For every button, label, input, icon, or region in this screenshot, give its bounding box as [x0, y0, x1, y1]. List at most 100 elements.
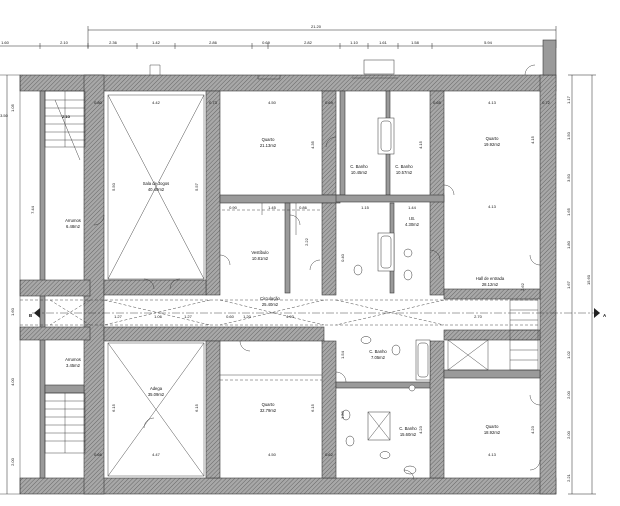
room-label-quarto-4: Quarto 18.92m2	[484, 424, 501, 435]
dim-4-23b: 4.23	[530, 425, 535, 434]
dim-6-15b: 6.15	[194, 403, 199, 412]
room-name: Circulação	[260, 296, 280, 301]
room-label-quarto-2: Quarto 19.92m2	[484, 136, 501, 147]
dim-2-70: 2.70	[474, 314, 483, 319]
room-area: 7.05m2	[371, 355, 386, 360]
room-area: 10.45m2	[351, 170, 368, 175]
top-dim-10: 1.58	[411, 40, 420, 45]
section-marker-a-label: A	[603, 313, 607, 318]
room-label-hall-de-entrada: Hall de entrada 28.12m2	[476, 276, 505, 287]
room-label-quarto-1: Quarto 21.13m2	[260, 137, 277, 148]
dim-left-2-00: 2.00	[10, 457, 15, 466]
dim-0-73: 0.73	[209, 100, 218, 105]
dim-2-10: 2.10	[62, 114, 71, 119]
dim-right-1-17: 1.17	[566, 95, 571, 104]
stairs-lower	[44, 392, 86, 454]
room-area: 32.79m2	[260, 408, 277, 413]
dim-0-69: 0.69	[325, 100, 334, 105]
top-dim-1: 1.60	[1, 40, 10, 45]
dim-0-90: 0.90	[229, 205, 238, 210]
dim-right-1-80: 1.80	[566, 240, 571, 249]
room-label-arrumos-2: Arrumos 3.45m2	[65, 357, 81, 368]
toilets	[341, 264, 413, 447]
top-dim-6: 0.69	[262, 40, 271, 45]
room-area: 28.12m2	[482, 282, 499, 287]
hall-stairs	[447, 299, 539, 371]
room-name: Quarto	[486, 424, 499, 429]
room-area: 18.92m2	[484, 430, 501, 435]
room-name: C. Banho	[369, 349, 387, 354]
dim-4-23: 4.23	[418, 425, 423, 434]
dim-c-4-13: 4.13	[488, 204, 497, 209]
room-area: 10.57m2	[396, 170, 413, 175]
adega-void	[107, 342, 205, 477]
dim-1-27b: 1.27	[184, 314, 193, 319]
dim-left-4-00: 4.00	[10, 377, 15, 386]
room-area: 15.60m2	[400, 432, 417, 437]
dim-left-3-50: 3.50	[0, 113, 9, 118]
room-name: Quarto	[486, 136, 499, 141]
dim-1-44: 1.44	[408, 205, 417, 210]
dim-right-1-67: 1.67	[566, 280, 571, 289]
room-name: Adega	[150, 386, 163, 391]
room-label-adega: Adega 35.09m2	[148, 386, 165, 397]
dim-5-50: 5.50	[111, 182, 116, 191]
dim-2-22: 2.22	[304, 237, 309, 246]
dim-left-2-10: 2.10	[62, 114, 71, 119]
dim-4-42: 4.42	[152, 100, 161, 105]
room-area: 10.81m2	[252, 256, 269, 261]
dim-4-93: 4.93	[286, 314, 295, 319]
room-area: 21.13m2	[260, 143, 277, 148]
room-area: 4.30m2	[405, 222, 420, 227]
room-label-circulacao: Circulação 25.40m2	[260, 296, 280, 307]
top-dim-7: 2.82	[304, 40, 313, 45]
room-area: 40.40m2	[148, 187, 165, 192]
room-name: C. Banho	[399, 426, 417, 431]
dim-4-13: 4.13	[488, 100, 497, 105]
room-name: Sala de Jogos	[143, 181, 170, 186]
interior-walls	[19, 90, 541, 479]
room-area: 19.92m2	[484, 142, 501, 147]
top-dim-2: 2.10	[60, 40, 69, 45]
dim-1-54: 1.54	[340, 350, 345, 359]
dim-1-20: 1.20	[243, 314, 252, 319]
room-name: Quarto	[262, 402, 275, 407]
dim-0-65: 0.65	[433, 100, 442, 105]
left-dimension-chain: 1.05 3.50 2.10 7.44 1.60 4.00 2.00	[0, 75, 71, 494]
bathtub-3	[415, 339, 431, 381]
top-dim-5: 2.86	[209, 40, 218, 45]
room-name: Vestíbulo	[251, 250, 269, 255]
room-label-sala-de-jogos: Sala de Jogos 40.40m2	[143, 181, 170, 192]
room-label-c-banho-1: C. Banho 10.45m2	[350, 164, 368, 175]
dim-0-40: 0.40	[340, 253, 345, 262]
dim-1-06: 1.06	[154, 314, 163, 319]
dim-0-60: 0.60	[226, 314, 235, 319]
top-dim-9: 1.61	[379, 40, 388, 45]
top-dim-11: 5.94	[484, 40, 493, 45]
room-name: I.B.	[409, 216, 415, 221]
room-name: C. Banho	[350, 164, 368, 169]
dim-0-66: 0.66	[94, 452, 103, 457]
dim-4-15: 4.15	[418, 140, 423, 149]
stairs-upper	[44, 90, 86, 161]
dim-5-57: 5.57	[194, 182, 199, 191]
dim-0-72: 0.72	[542, 100, 551, 105]
dim-right-1-50: 1.50	[566, 131, 571, 140]
sinks	[360, 248, 417, 475]
top-dimension-chain: 21.20 1.60 2.10 2.36 1.42 2.86 0.69 2.82…	[0, 24, 557, 49]
dim-right-2-00: 2.00	[566, 390, 571, 399]
room-name: Quarto	[262, 137, 275, 142]
shower-tray	[367, 411, 391, 441]
overall-width-label: 21.20	[311, 24, 322, 29]
room-area: 35.09m2	[148, 392, 165, 397]
dim-right-15-60: 15.60	[586, 274, 591, 285]
dim-right-1-65: 1.65	[566, 207, 571, 216]
top-dim-8: 1.10	[350, 40, 359, 45]
dim-1-80: 1.80	[340, 410, 345, 419]
top-dim-4: 1.42	[152, 40, 161, 45]
room-label-lb: I.B. 4.30m2	[405, 216, 420, 227]
dim-0-62: 0.62	[325, 452, 334, 457]
dim-right-2-00b: 2.00	[566, 430, 571, 439]
circulacao-corridor	[20, 299, 600, 326]
